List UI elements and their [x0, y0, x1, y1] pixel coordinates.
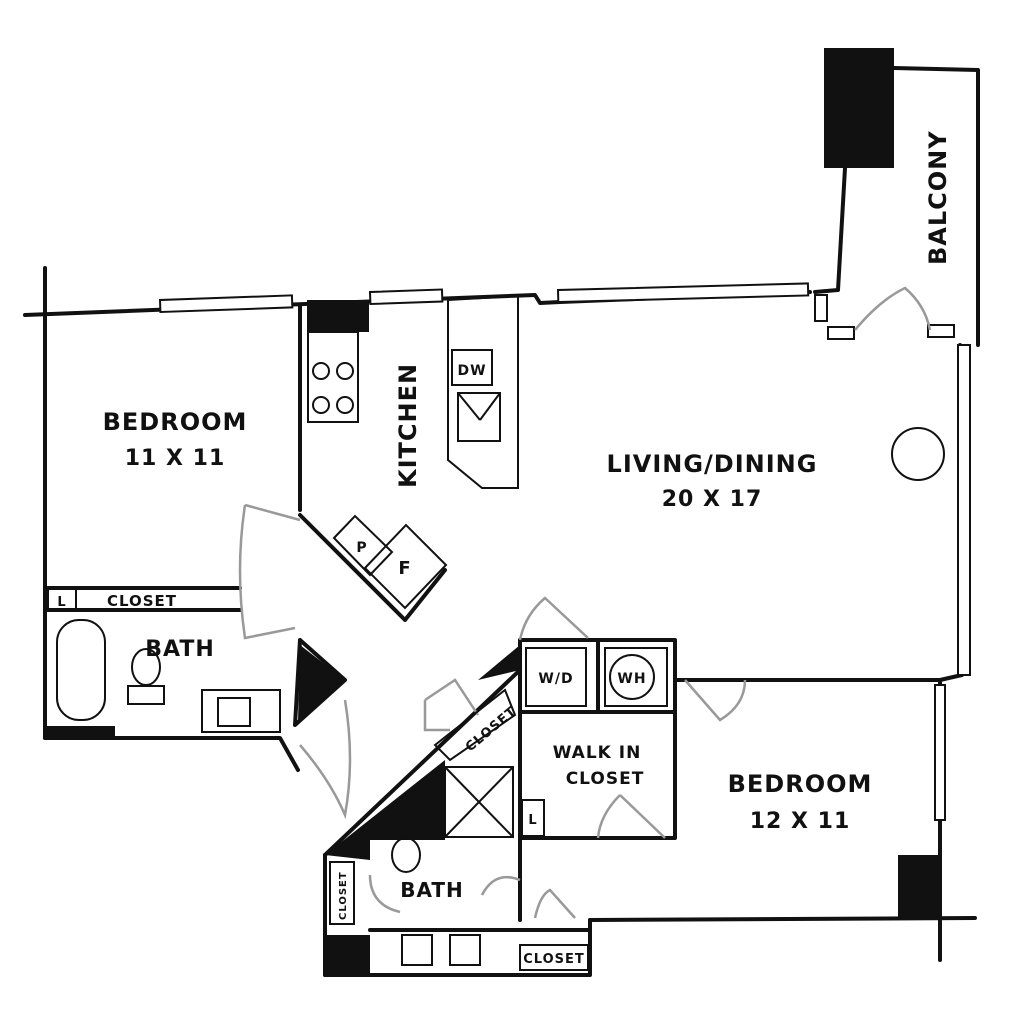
bedroom1-label: BEDROOM	[103, 408, 248, 436]
wh-label: WH	[617, 671, 646, 687]
bottom-closet-label: CLOSET	[523, 952, 585, 967]
fridge-label: F	[398, 558, 411, 579]
wd-label: W/D	[538, 671, 573, 687]
bedroom1-size: 11 X 11	[125, 446, 226, 471]
pantry-label: P	[356, 540, 367, 556]
balcony-label: BALCONY	[924, 130, 952, 265]
bath1-label: BATH	[145, 637, 215, 662]
bath2-label: BATH	[400, 878, 464, 902]
kitchen-label: KITCHEN	[394, 363, 422, 488]
fixtures	[47, 294, 945, 971]
doors	[238, 286, 932, 919]
living-dining-label: LIVING/DINING	[607, 450, 818, 478]
linen1-label: L	[57, 595, 66, 610]
closet1-label: CLOSET	[107, 592, 177, 610]
hall-closet-label: CLOSET	[463, 704, 520, 755]
walls	[23, 66, 980, 977]
windows	[158, 282, 971, 821]
bedroom2-size: 12 X 11	[750, 809, 851, 834]
bath-closet-label: CLOSET	[338, 871, 349, 920]
dishwasher-label: DW	[457, 363, 486, 379]
columns	[45, 48, 940, 975]
living-dining-size: 20 X 17	[662, 487, 763, 512]
walk-in-closet-label-1: WALK IN	[553, 743, 642, 763]
bedroom2-label: BEDROOM	[728, 770, 873, 798]
walk-in-closet-label-2: CLOSET	[566, 769, 645, 789]
linen2-label: L	[528, 813, 537, 828]
